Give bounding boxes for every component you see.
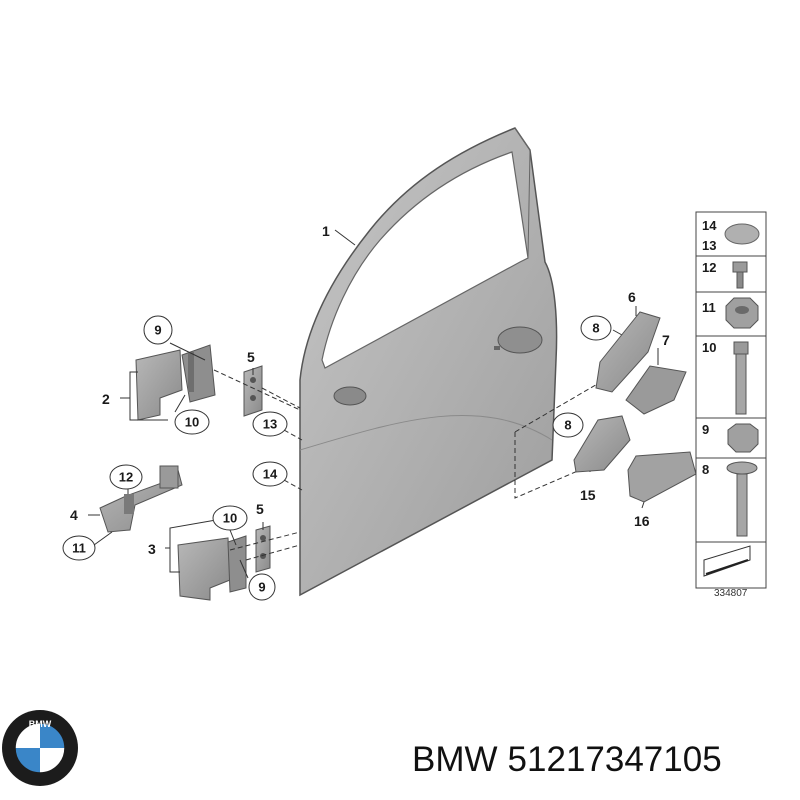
callout-16: 16	[634, 513, 650, 529]
legend-label-12: 12	[702, 260, 716, 275]
callout-9-lower: 9	[248, 573, 276, 601]
svg-text:9: 9	[154, 323, 161, 338]
svg-text:13: 13	[263, 417, 277, 432]
svg-text:10: 10	[223, 511, 237, 526]
upper-hinge-plate	[243, 365, 263, 417]
trim-piece-15	[573, 415, 631, 473]
callout-14: 14	[252, 461, 288, 487]
callout-2: 2	[102, 391, 110, 407]
legend-label-9: 9	[702, 422, 709, 437]
door-check-strap	[99, 465, 183, 533]
svg-text:9: 9	[258, 580, 265, 595]
svg-text:12: 12	[119, 470, 133, 485]
legend-label-14: 14	[702, 218, 717, 233]
callout-13: 13	[252, 411, 288, 437]
trim-piece-16	[627, 451, 697, 503]
legend-label-13: 13	[702, 238, 716, 253]
callout-12: 12	[109, 464, 143, 490]
callout-6: 6	[628, 289, 636, 305]
trim-piece-6	[595, 311, 661, 393]
fastener-legend	[695, 211, 767, 589]
legend-label-11: 11	[702, 300, 716, 315]
callout-3: 3	[148, 541, 156, 557]
callout-10-lower: 10	[212, 505, 248, 531]
callout-5-lower: 5	[256, 501, 264, 517]
svg-text:11: 11	[72, 541, 86, 556]
svg-text:8: 8	[564, 418, 571, 433]
upper-hinge	[135, 344, 216, 421]
svg-text:14: 14	[263, 467, 278, 482]
callout-8-upper: 8	[580, 315, 612, 341]
part-number: 51217347105	[507, 740, 722, 779]
bmw-logo: BMW	[2, 710, 78, 786]
legend-label-10: 10	[702, 340, 716, 355]
lower-hinge	[177, 535, 247, 601]
trim-piece-7	[625, 365, 687, 415]
svg-text:BMW: BMW	[29, 719, 52, 729]
callout-1: 1	[322, 223, 330, 239]
lower-hinge-plate	[255, 525, 271, 573]
callout-8-lower: 8	[552, 412, 584, 438]
door-panel	[299, 127, 558, 597]
callout-5-upper: 5	[247, 349, 255, 365]
callout-7: 7	[662, 332, 670, 348]
leader-lines	[213, 364, 631, 561]
svg-text:10: 10	[185, 415, 199, 430]
callout-10-upper: 10	[174, 409, 210, 435]
callout-9-upper: 9	[143, 315, 173, 345]
svg-text:8: 8	[592, 321, 599, 336]
callout-15: 15	[580, 487, 596, 503]
callout-lines	[88, 229, 659, 579]
callout-4: 4	[70, 507, 78, 523]
legend-label-8: 8	[702, 462, 709, 477]
callout-11: 11	[62, 535, 96, 561]
drawing-number: 334807	[714, 588, 748, 599]
brand-name: BMW	[412, 740, 498, 779]
